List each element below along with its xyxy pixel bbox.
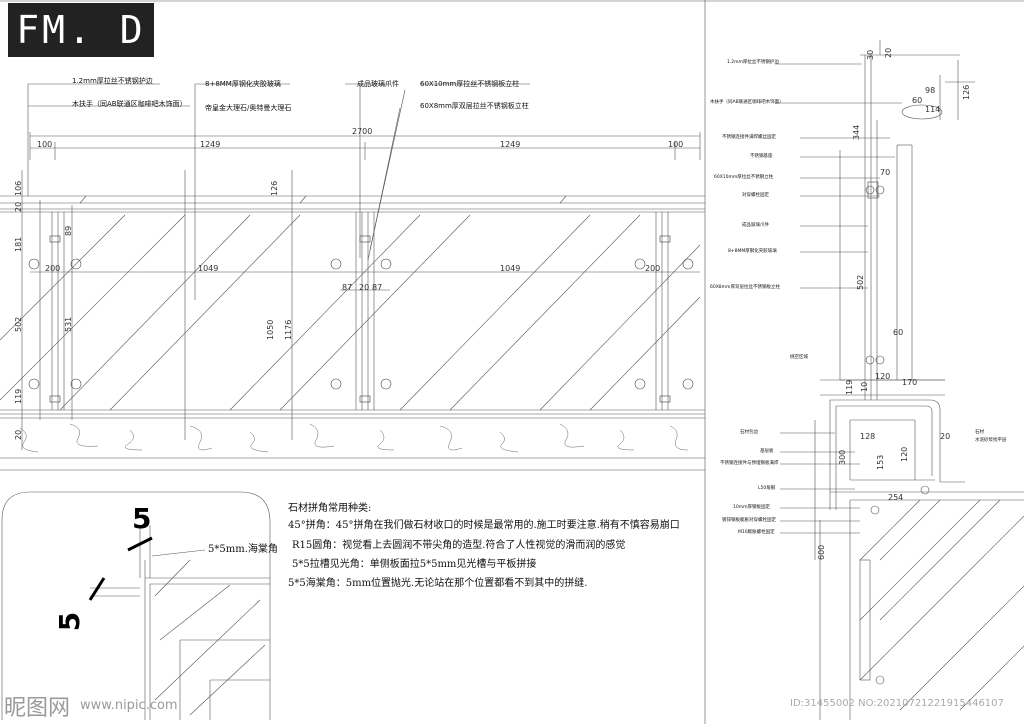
dim-1049-right: 1049 xyxy=(500,264,521,273)
dim-89: 89 xyxy=(64,225,73,236)
dim-20-mid: 20 xyxy=(359,283,370,292)
sec-dim-114: 114 xyxy=(925,105,941,114)
dim-span-left: 1249 xyxy=(200,140,221,149)
note-line-1: 45°拼角：45°拼角在我们做石材收口的时候是最常用的.施工时要注意.稍有不慎容… xyxy=(288,520,680,531)
sec-dim-119: 119 xyxy=(845,379,854,395)
sec-dim-98: 98 xyxy=(925,86,936,95)
dim-1176: 1176 xyxy=(284,319,293,340)
sec-dim-300: 300 xyxy=(838,449,847,465)
sec-dim-153: 153 xyxy=(876,454,885,470)
dim-top-20: 20 xyxy=(14,201,23,212)
dim-20: 20 xyxy=(14,429,23,440)
label-post-10: 60X10mm厚拉丝不锈钢板立柱 xyxy=(420,80,520,88)
sec-dim-10: 10 xyxy=(860,381,869,392)
sec-dim-344: 344 xyxy=(852,124,861,140)
sec-dim-70: 70 xyxy=(880,168,891,177)
watermark-id: ID:31455002 NO:20210721221915446107 xyxy=(790,698,1004,709)
dim-total: 2700 xyxy=(352,127,373,136)
dim-502: 502 xyxy=(14,316,23,332)
note-line-2: R15圆角：视觉看上去圆润不带尖角的造型.符合了人性视觉的滑而润的感觉 xyxy=(292,540,626,551)
label-glass: 8+8MM厚钢化夹胶玻璃 xyxy=(205,80,281,88)
sec-label-handrail: 木扶手（同AB联通区咖啡吧木饰面） xyxy=(710,100,784,105)
dim-200-left: 200 xyxy=(45,264,61,273)
sec-label-m10: M10膨胀螺栓固定 xyxy=(738,530,775,535)
label-post-8: 60X8mm厚双层拉丝不锈钢板立柱 xyxy=(420,102,529,110)
dim-top-106: 106 xyxy=(14,180,23,196)
detail-dim-top: 5 xyxy=(132,502,152,535)
sec-label-plate: 10mm厚钢板固定 xyxy=(733,505,770,510)
sec-label-post10: 60X10mm厚拉丝不锈钢立柱 xyxy=(714,175,774,180)
watermark-logo: 昵图网 xyxy=(4,696,71,721)
dim-side-right: 100 xyxy=(668,140,684,149)
sec-label-glass: 8+8MM厚钢化夹胶玻璃 xyxy=(728,249,777,254)
dim-119: 119 xyxy=(14,388,23,404)
detail-corner-label: 5*5mm.海棠角 xyxy=(208,544,278,555)
dim-87-right: 87 xyxy=(372,283,383,292)
sec-label-substrate: 基层板 xyxy=(760,449,774,454)
sec-label-bolt-fix: 不锈钢连接件满焊螺丝固定 xyxy=(722,135,776,140)
watermark-url: www.nipic.com xyxy=(80,698,178,713)
sec-dim-30: 30 xyxy=(866,49,875,60)
dim-181: 181 xyxy=(14,236,23,252)
note-line-3: 5*5拉槽见光角：单侧板面拉5*5mm见光槽与平板拼接 xyxy=(292,559,537,570)
sec-dim-20b: 20 xyxy=(940,432,951,441)
sec-label-base: 不锈钢基座 xyxy=(750,154,773,159)
sec-label-weld: 不锈钢连接件与预埋钢板满焊 xyxy=(720,461,779,466)
sec-dim-126: 126 xyxy=(962,84,971,100)
sec-dim-254: 254 xyxy=(888,493,904,502)
label-rail-edge: 1.2mm厚拉丝不锈钢护边 xyxy=(72,77,153,85)
sec-label-screw: 对穿螺栓固定 xyxy=(742,193,769,198)
sec-label-post8: 60X8mm厚双层拉丝不锈钢板立柱 xyxy=(710,285,780,290)
note-line-4: 5*5海棠角：5mm位置抛光.无论站在那个位置都看不到其中的拼缝. xyxy=(288,578,588,589)
sec-dim-20: 20 xyxy=(884,47,893,58)
dim-126: 126 xyxy=(270,180,279,196)
label-glass-clamp: 成品玻璃爪件 xyxy=(357,80,399,88)
sec-label-angle: L50角钢 xyxy=(758,486,776,491)
detail-dim-left: 5 xyxy=(53,611,87,632)
sec-label-clamp: 成品玻璃爪件 xyxy=(742,223,769,228)
dim-side-left: 100 xyxy=(37,140,53,149)
drawing-title: FM. D xyxy=(8,3,154,57)
label-wood-handrail: 木扶手（同AB联通区咖啡吧木饰面） xyxy=(72,100,187,108)
sec-label-stone-r2: 水泥砂浆找平层 xyxy=(975,438,1007,443)
sec-dim-600: 600 xyxy=(817,544,826,560)
sec-dim-60: 60 xyxy=(912,96,923,105)
sec-dim-170: 170 xyxy=(902,378,918,387)
dim-200-right: 200 xyxy=(645,264,661,273)
sec-label-edge: 1.2mm厚拉丝不锈钢护边 xyxy=(727,60,779,65)
sec-label-chem-bolt: 镀锌钢板膨胀对穿螺栓固定 xyxy=(722,518,776,523)
label-marble: 帝皇金大理石/奥特曼大理石 xyxy=(205,104,292,112)
sec-label-stone-r: 石材 xyxy=(975,430,984,435)
dim-531: 531 xyxy=(64,316,73,332)
sec-label-stone-cap: 石材包边 xyxy=(740,430,758,435)
sec-dim-128: 128 xyxy=(860,432,876,441)
notes-heading: 石材拼角常用种类: xyxy=(288,503,372,514)
sec-dim-502: 502 xyxy=(856,274,865,290)
sec-dim-60b: 60 xyxy=(893,328,904,337)
sec-label-void: 挑空区域 xyxy=(790,355,808,360)
dim-span-right: 1249 xyxy=(500,140,521,149)
sec-dim-120: 120 xyxy=(875,372,891,381)
dim-87-left: 87 xyxy=(342,283,353,292)
dim-1049-left: 1049 xyxy=(198,264,219,273)
dim-1050: 1050 xyxy=(266,319,275,340)
sec-dim-120b: 120 xyxy=(900,446,909,462)
